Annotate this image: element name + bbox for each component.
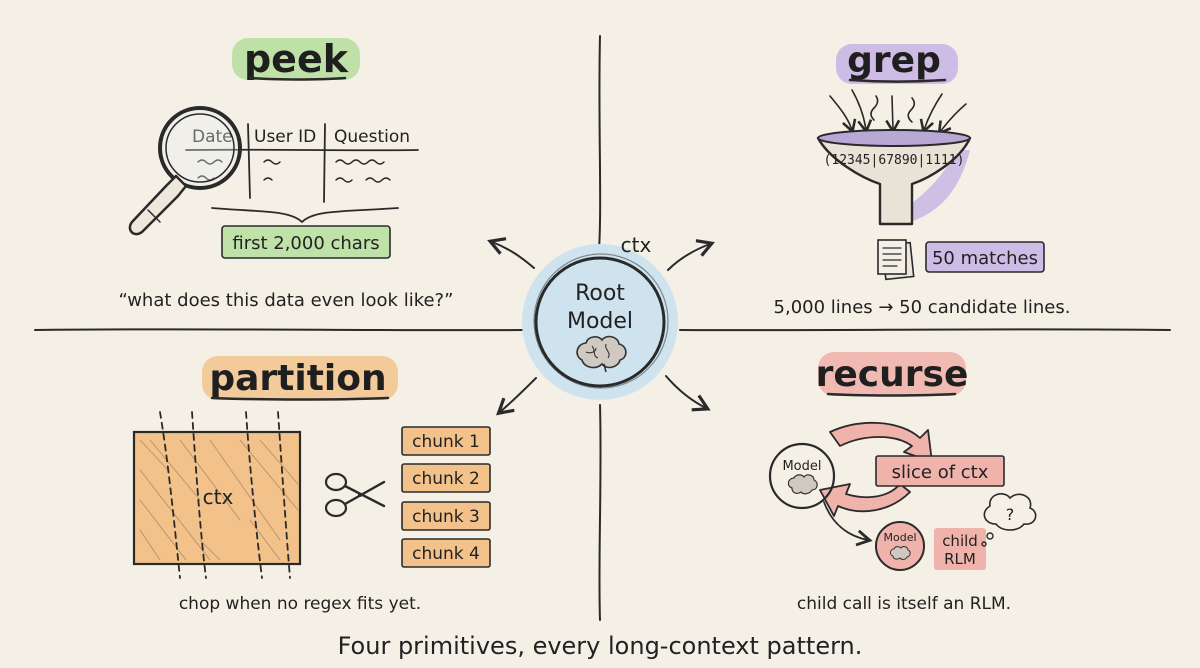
recurse-child-line2: RLM: [944, 550, 976, 568]
grep-badge: [925, 241, 1045, 273]
documents-icon: [877, 239, 915, 281]
recurse-slice-label: slice of ctx: [892, 462, 989, 483]
chunk-3-label: chunk 3: [412, 507, 480, 527]
recurse-slice-box: [875, 455, 1005, 487]
grep-input-lines: [829, 89, 967, 136]
partition-panel: partition ctx chunk 1 chunk 2 chunk 3: [132, 356, 491, 614]
chunk-3: [401, 501, 491, 531]
recurse-child-box: [934, 528, 986, 570]
brain-icon: [890, 546, 911, 560]
footer-text: Four primitives, every long-context patt…: [338, 632, 863, 660]
brain-icon: [576, 335, 627, 373]
center-ctx-label: ctx: [621, 233, 652, 257]
partition-chunks: chunk 1 chunk 2 chunk 3 chunk 4: [401, 426, 491, 568]
divider-horizontal-right: [679, 328, 1171, 332]
peek-caption: “what does this data even look like?”: [119, 290, 454, 311]
divider-vertical-top: [598, 35, 602, 251]
magnifier-icon: [128, 106, 242, 236]
peek-panel: peek Date User ID Question first 2,000 c…: [119, 37, 454, 311]
divider-horizontal-left: [34, 328, 523, 332]
recurse-title-highlight: [818, 352, 966, 396]
partition-ctx-block: ctx: [132, 411, 302, 579]
peek-badge: [221, 225, 391, 259]
chunk-1-label: chunk 1: [412, 432, 480, 452]
chunk-4: [401, 538, 491, 568]
recurse-arrow-to-child: [823, 501, 873, 547]
grep-title: grep: [847, 40, 941, 81]
divider-vertical-bottom: [598, 404, 602, 621]
peek-title: peek: [244, 37, 349, 81]
scissors-icon: [324, 472, 386, 518]
peek-col-date: Date: [192, 127, 233, 147]
recurse-child-line1: child: [942, 532, 978, 550]
chunk-2-label: chunk 2: [412, 469, 480, 489]
recurse-arrow-back: [819, 483, 911, 517]
arrow-to-recurse: [665, 375, 711, 412]
thought-bubble-question: ?: [1006, 505, 1015, 524]
brain-icon: [787, 474, 818, 495]
arrow-to-peek: [487, 237, 535, 269]
arrow-to-grep: [667, 239, 715, 271]
chunk-2: [401, 463, 491, 493]
recurse-child-model: Model: [875, 521, 925, 571]
grep-panel: grep (12345|67890|1111) 50 matches: [774, 40, 1071, 318]
grep-title-highlight: [836, 44, 958, 84]
peek-col-question: Question: [334, 127, 410, 147]
recurse-caption: child call is itself an RLM.: [797, 594, 1011, 614]
partition-caption: chop when no regex fits yet.: [179, 594, 421, 614]
partition-ctx-label: ctx: [203, 485, 234, 509]
arrow-to-partition: [496, 377, 537, 416]
recurse-model: Model: [768, 442, 836, 510]
recurse-model-label: Model: [782, 459, 821, 474]
root-model-circle: [534, 256, 666, 388]
root-model-title-line1: Root: [575, 281, 625, 306]
partition-title: partition: [209, 358, 386, 399]
peek-table: Date User ID Question: [185, 123, 419, 223]
root-model-title-line2: Model: [567, 309, 633, 334]
partition-title-highlight: [202, 356, 398, 400]
recurse-panel: recurse Model slice of ctx Model child R…: [768, 352, 1037, 614]
peek-badge-label: first 2,000 chars: [232, 233, 379, 254]
grep-badge-label: 50 matches: [932, 248, 1038, 269]
grep-caption: 5,000 lines → 50 candidate lines.: [774, 297, 1071, 318]
funnel-icon: (12345|67890|1111): [816, 129, 972, 226]
peek-title-highlight: [232, 38, 360, 80]
recurse-child-model-label: Model: [883, 531, 916, 544]
recurse-title: recurse: [816, 354, 969, 395]
recurse-arrow-forward: [829, 421, 933, 463]
peek-col-user-id: User ID: [254, 127, 316, 147]
root-model: ctx Root Model: [522, 233, 678, 400]
grep-funnel-text: (12345|67890|1111): [824, 153, 965, 168]
thought-bubble-icon: ?: [981, 493, 1037, 547]
chunk-1: [401, 426, 491, 456]
chunk-4-label: chunk 4: [412, 544, 480, 564]
